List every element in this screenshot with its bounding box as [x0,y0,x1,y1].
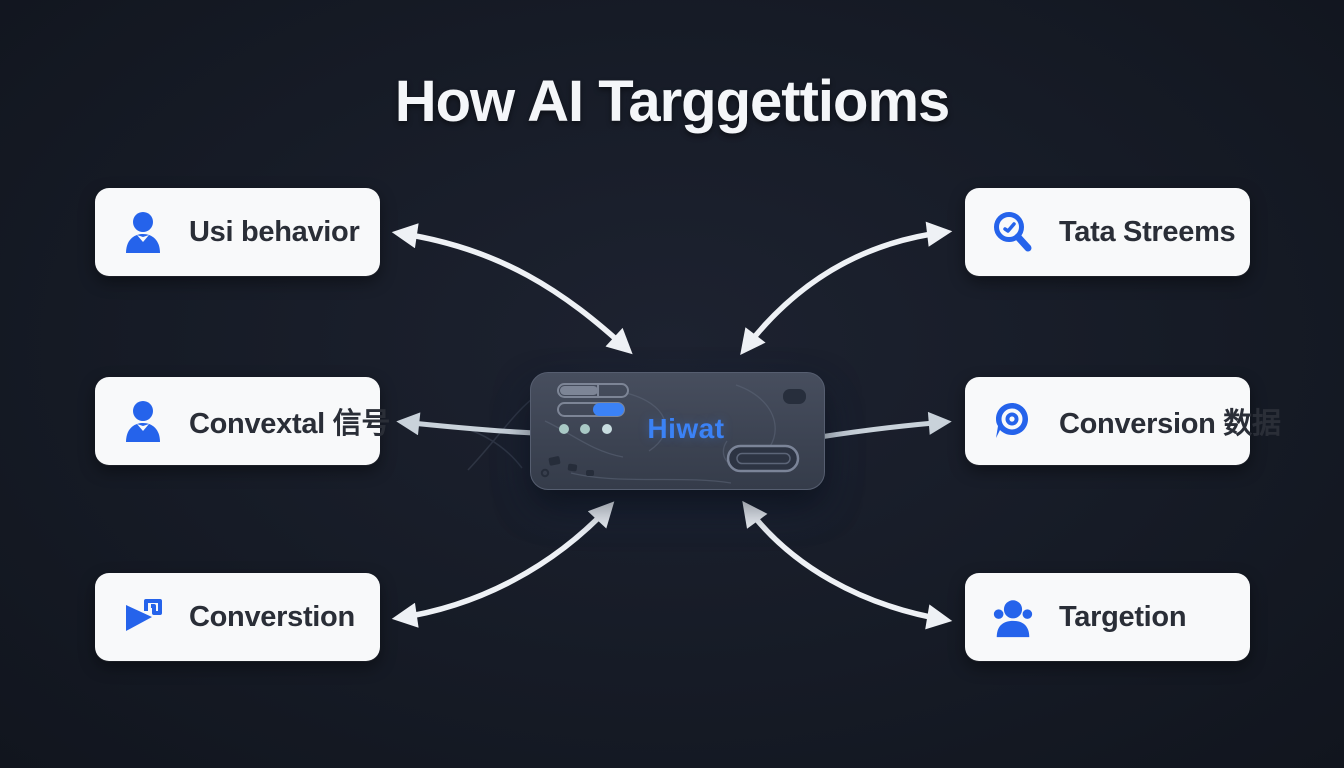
hub-progress-bar-2 [557,402,625,417]
user-icon [121,210,165,254]
arrow-hub-targeting [742,500,953,630]
flag-play-icon [121,595,165,639]
hub-slot [726,444,800,473]
node-label: Usi behavior [189,215,360,248]
hub-cloud-shape [783,389,806,404]
node-targeting: Targetion [965,573,1250,661]
arrow-hub-conversion [819,411,952,440]
search-clock-icon [991,210,1035,254]
page-title: How AI Targgettioms [394,69,951,134]
arrow-conversion-hub [391,501,615,628]
arrow-user-behavior-hub [391,223,633,355]
arrow-hub-data-streams [740,221,953,356]
node-contextual-signals: Convextal 信号 [95,377,390,465]
node-label: Targetion [1059,600,1187,633]
hub-knobs [540,456,594,478]
hub-device: Hiwat [530,372,825,490]
node-usi-behavior: Usi behavior [95,188,380,276]
hub-device-detail [540,383,806,484]
arrow-hub-contextual [396,412,536,436]
hub-label: Hiwat [647,413,725,444]
node-label: Convextal 信号 [189,408,391,440]
node-label: Tata Streems [1059,215,1236,248]
node-data-streams: Tata Streems [965,188,1250,276]
node-label: Conversion 数据 [1059,408,1281,440]
node-conversion-data: Conversion 数据 [965,377,1281,465]
user-icon [121,399,165,443]
map-pin-icon [991,399,1035,443]
node-conversion-left: Converstion [95,573,380,661]
decorative-curves [467,395,537,471]
node-label: Converstion [189,600,355,633]
hub-status-dots [559,424,612,434]
users-icon [991,595,1035,639]
hub-progress-bar-1 [557,383,629,398]
